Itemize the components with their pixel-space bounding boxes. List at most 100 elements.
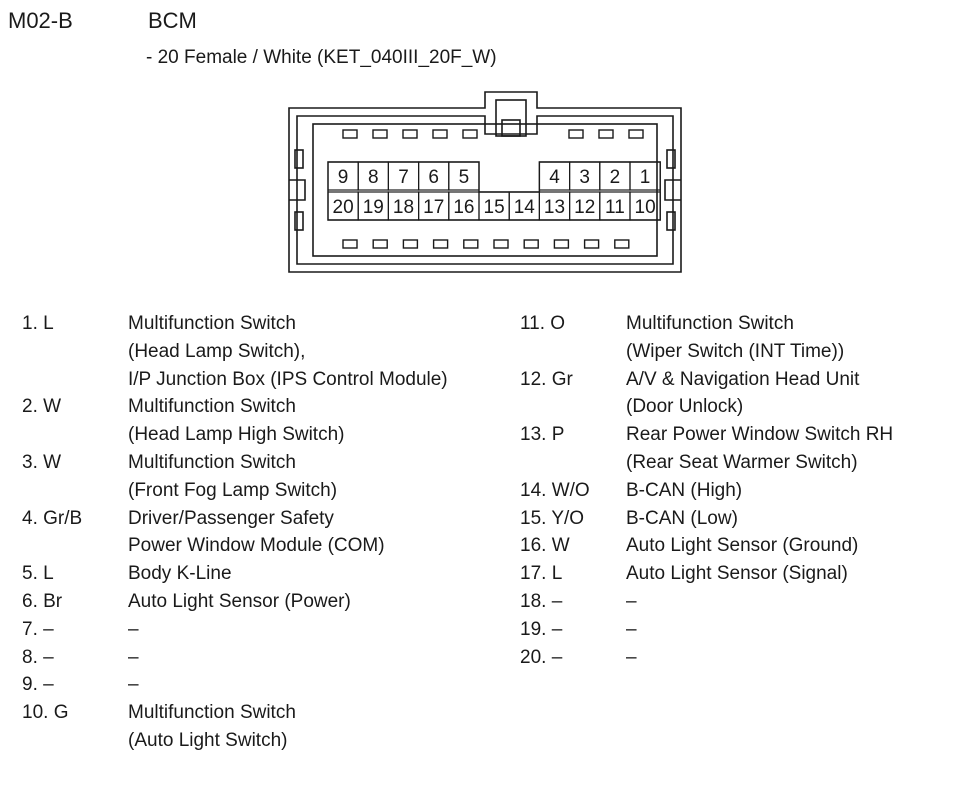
pin-label: 20. –	[520, 646, 563, 668]
pin-label: 7. –	[22, 618, 54, 640]
terminal-slot-top	[568, 129, 584, 139]
connector-code: M02-B	[8, 8, 73, 33]
pin-cell-10	[629, 191, 661, 221]
legend-row: 7. – –	[22, 616, 512, 644]
pin-label: 6. Br	[22, 590, 63, 612]
terminal-slot-top	[462, 129, 478, 139]
pin-description: Power Window Module (COM)	[128, 535, 385, 557]
pin-label: 4. Gr/B	[22, 507, 83, 529]
terminal-slot-bottom	[523, 239, 539, 249]
connector-description: - 20 Female / White (KET_040III_20F_W)	[146, 47, 497, 68]
legend-row: I/P Junction Box (IPS Control Module)	[22, 366, 512, 394]
pin-label: 3. W	[22, 451, 62, 473]
terminal-slot-bottom	[372, 239, 388, 249]
pin-cell-5	[448, 161, 480, 191]
pin-description: (Head Lamp High Switch)	[128, 424, 345, 446]
legend-row: 19. – –	[520, 616, 960, 644]
pin-description: (Front Fog Lamp Switch)	[128, 479, 338, 501]
pin-description: Multifunction Switch	[128, 451, 296, 473]
pin-description: Multifunction Switch	[128, 702, 296, 724]
legend-row: (Auto Light Switch)	[22, 727, 512, 755]
terminal-slot-bottom	[342, 239, 358, 249]
pin-number: 13	[544, 197, 565, 218]
legend-row: 18. – –	[520, 588, 960, 616]
pin-label: 19. –	[520, 618, 563, 640]
legend-row: (Head Lamp High Switch)	[22, 421, 512, 449]
legend-row: 9. – –	[22, 671, 512, 699]
pin-description: Auto Light Sensor (Ground)	[626, 535, 859, 557]
pin-label: 11. O	[520, 313, 566, 334]
pin-description: (Auto Light Switch)	[128, 729, 288, 751]
pin-label: 14. W/O	[520, 479, 590, 501]
pin-description: I/P Junction Box (IPS Control Module)	[128, 368, 448, 390]
terminal-slot-bottom	[614, 239, 630, 249]
pin-label: 12. Gr	[520, 368, 573, 390]
terminal-slot-top	[628, 129, 644, 139]
pin-number: 3	[579, 167, 590, 188]
pin-label: 18. –	[520, 590, 563, 612]
pin-number: 6	[428, 167, 439, 188]
terminal-slot-bottom	[463, 239, 479, 249]
pin-number: 19	[363, 197, 384, 218]
pin-number: 18	[393, 197, 414, 218]
pin-description: –	[626, 590, 637, 612]
legend-row: (Rear Seat Warmer Switch)	[520, 449, 960, 477]
legend-row: 16. W Auto Light Sensor (Ground)	[520, 532, 960, 560]
terminal-slot-top	[432, 129, 448, 139]
pin-label: 8. –	[22, 646, 54, 668]
pin-number: 14	[514, 197, 536, 218]
pin-label: 17. L	[520, 563, 563, 585]
pin-description: –	[626, 618, 637, 640]
pin-description: Driver/Passenger Safety	[128, 507, 334, 529]
pin-number: 16	[453, 197, 474, 218]
terminal-slot-bottom	[583, 239, 600, 249]
legend-row: 5. L Body K-Line	[22, 560, 512, 588]
pin-description: Auto Light Sensor (Power)	[128, 590, 351, 612]
pin-description: Body K-Line	[128, 563, 232, 585]
terminal-slot-top	[342, 129, 358, 139]
legend-row: (Door Unlock)	[520, 393, 960, 421]
pin-description: B-CAN (High)	[626, 479, 743, 501]
pin-label: 9. –	[22, 674, 54, 696]
pin-description: –	[128, 618, 139, 640]
pin-description: Multifunction Switch	[128, 313, 296, 334]
terminal-slot-bottom	[493, 239, 509, 249]
terminal-slot-bottom	[432, 239, 449, 249]
pin-number: 7	[398, 167, 409, 188]
legend-row: (Head Lamp Switch),	[22, 338, 512, 366]
legend-row: 3. W Multifunction Switch	[22, 449, 512, 477]
legend-row: 10. G Multifunction Switch	[22, 699, 512, 727]
component-name: BCM	[148, 8, 197, 33]
pin-cell-1	[629, 161, 661, 191]
pin-description: Auto Light Sensor (Signal)	[626, 563, 848, 585]
legend-row: 14. W/O B-CAN (High)	[520, 477, 960, 505]
pin-label: 16. W	[520, 535, 570, 557]
pin-number: 11	[605, 197, 625, 218]
pin-number: 20	[333, 197, 354, 218]
pin-label: 10. G	[22, 702, 69, 724]
legend-row: (Wiper Switch (INT Time))	[520, 338, 960, 366]
pin-description: (Door Unlock)	[626, 396, 744, 418]
pin-number: 10	[635, 197, 656, 218]
pin-number: 15	[484, 197, 505, 218]
pin-number: 4	[549, 167, 560, 188]
pin-number: 8	[368, 167, 379, 188]
pin-description: –	[128, 646, 139, 668]
pin-description: –	[128, 674, 139, 696]
pin-label: 5. L	[22, 563, 54, 585]
pin-description: Rear Power Window Switch RH	[626, 424, 894, 446]
pin-number: 2	[610, 167, 621, 188]
pin-description: (Rear Seat Warmer Switch)	[626, 451, 858, 473]
terminal-slot-top	[372, 129, 388, 139]
terminal-slot-top	[598, 129, 614, 139]
